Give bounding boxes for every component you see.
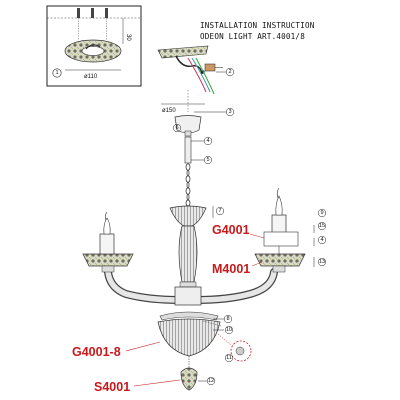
arm-hub (174, 286, 202, 306)
stem-column (178, 225, 198, 283)
mounting-hook (85, 44, 101, 50)
callout-5 (203, 155, 213, 165)
candle-cover-box (263, 231, 299, 247)
callout-9 (317, 208, 327, 218)
callout-11 (224, 353, 234, 363)
callout-markers: 2 3 4 5 6 7 9 15 4 13 8 (172, 67, 327, 386)
step-badge (52, 68, 62, 78)
inset-diameter: ø110 (84, 74, 98, 80)
callout-9-label: 9 (320, 210, 323, 216)
callout-13 (317, 257, 327, 267)
callout-3-label: 3 (228, 109, 231, 115)
left-arm-cup (82, 253, 134, 267)
label-candle-cover: G4001 (212, 223, 250, 237)
right-candle-assembly (254, 187, 306, 273)
callout-7-label: 7 (218, 208, 221, 214)
supply-wire-2 (191, 57, 211, 93)
callout-4-upper (203, 136, 213, 146)
supply-wire-1 (187, 57, 207, 93)
right-candle-bulb (275, 195, 283, 216)
callout-15-label: 15 (319, 223, 325, 229)
callout-12 (206, 376, 216, 386)
title-line-1: INSTALLATION INSTRUCTION (200, 21, 315, 30)
callout-4-lower-label: 4 (320, 237, 323, 243)
bottom-assembly (157, 311, 252, 391)
callout-12-label: 12 (208, 378, 214, 384)
top-cup (169, 205, 207, 227)
supply-wire-3 (195, 57, 215, 95)
canopy-hook (175, 55, 203, 75)
callout-10-label: 10 (226, 327, 232, 333)
right-arm-cup (254, 253, 306, 267)
callout-11-label: 11 (226, 355, 232, 361)
instruction-title: INSTALLATION INSTRUCTION ODEON LIGHT ART… (200, 21, 315, 41)
suspension-rod (184, 136, 192, 164)
label-bottom-bowl: G4001-8 (72, 345, 121, 359)
chain (185, 163, 191, 207)
bottom-bowl (157, 318, 221, 357)
callout-10 (224, 325, 234, 335)
canopy-cup (174, 115, 202, 134)
part-labels: G4001 M4001 G4001-8 S4001 (72, 223, 265, 394)
label-finial: S4001 (94, 380, 130, 394)
title-line-2: ODEON LIGHT ART.4001/8 (200, 32, 305, 41)
canopy-plate (157, 45, 209, 59)
callout-6 (172, 123, 182, 133)
terminal-block (204, 63, 216, 72)
callout-5-label: 5 (206, 157, 209, 163)
bowl-rim (159, 311, 219, 321)
label-arm-cup: M4001 (212, 262, 250, 276)
callout-7 (215, 206, 225, 216)
callout-3 (225, 107, 235, 117)
side-dimension: 30 (125, 34, 131, 41)
step-number: 1 (55, 70, 58, 76)
finial (180, 367, 198, 391)
callout-15 (317, 221, 327, 231)
left-candle-bulb (103, 217, 111, 235)
left-candle-assembly (82, 211, 134, 273)
canopy: ø150 (157, 45, 223, 137)
callout-8-label: 8 (226, 316, 229, 322)
callout-4-lower (317, 235, 327, 245)
left-candle-sleeve (99, 233, 115, 255)
arms (104, 268, 278, 306)
ceiling-screws (77, 8, 108, 40)
callout-2 (225, 67, 235, 77)
mounting-inset: 30 ø110 1 (46, 5, 142, 87)
callout-6-label: 6 (175, 125, 178, 131)
callout-13-label: 13 (319, 259, 325, 265)
callout-4-upper-label: 4 (206, 138, 209, 144)
suspension (169, 136, 207, 288)
callout-2-label: 2 (228, 69, 231, 75)
callout-8 (223, 314, 233, 324)
canopy-diameter: ø150 (162, 108, 176, 114)
inset-frame (46, 5, 142, 87)
